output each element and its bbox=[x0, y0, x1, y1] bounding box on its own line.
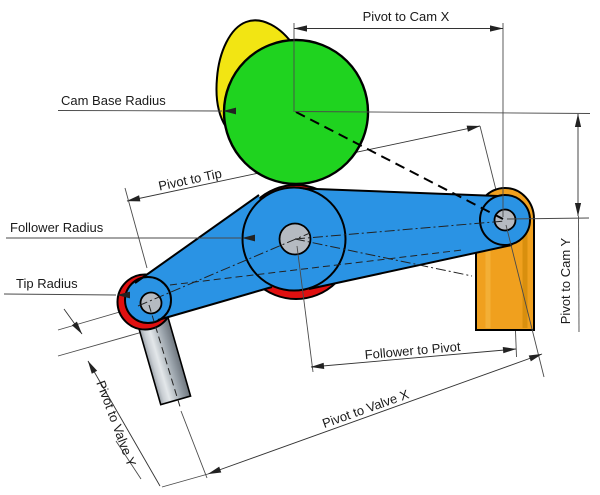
underline-pivot-to-valve-y bbox=[115, 440, 142, 480]
arrowhead-cam-base-radius bbox=[223, 107, 236, 115]
lash-tick-lower bbox=[57, 330, 147, 357]
ext-valve-x-corner bbox=[161, 473, 209, 488]
ext-roller-down bbox=[296, 245, 314, 373]
dim-line-pivot-to-valve-y bbox=[87, 360, 161, 487]
centerline-roller-aux bbox=[294, 238, 473, 277]
label-follower-radius: Follower Radius bbox=[10, 220, 104, 235]
underline-pivot-to-cam-y bbox=[578, 215, 580, 333]
arrowhead-follower-radius bbox=[242, 234, 255, 242]
extension-lines bbox=[3, 23, 591, 488]
label-tip-radius: Tip Radius bbox=[16, 276, 78, 291]
pivot-horizontal-right bbox=[506, 217, 590, 220]
pivot-pin bbox=[493, 208, 517, 232]
valve-axis-dashed bbox=[148, 304, 182, 411]
centerline-cam-to-pivot bbox=[295, 111, 504, 220]
cam-center-horizontal-right bbox=[294, 111, 591, 114]
label-pivot-to-valve-y: Pivot to Valve Y bbox=[93, 378, 139, 468]
follower-arm bbox=[124, 186, 531, 324]
lash-arrow-upper bbox=[63, 308, 83, 335]
leader-cam-base-radius bbox=[57, 110, 223, 112]
centerline-roller-to-pivot bbox=[294, 220, 506, 240]
leader-tip-radius bbox=[3, 293, 117, 296]
centerline-tip-to-roller bbox=[137, 232, 311, 307]
label-cam-base-radius: Cam Base Radius bbox=[61, 93, 166, 108]
centerlines bbox=[137, 111, 506, 411]
label-follower-to-pivot: Follower to Pivot bbox=[364, 339, 461, 362]
ext-valve-axis-down bbox=[180, 410, 208, 479]
label-pivot-to-cam-y: Pivot to Cam Y bbox=[558, 237, 573, 324]
arm-web-pivot bbox=[303, 188, 512, 289]
ext-line-pivot-to-tip-left bbox=[124, 187, 148, 269]
label-pivot-to-valve-x: Pivot to Valve X bbox=[320, 386, 411, 431]
dim-line-pivot-to-valve-x bbox=[207, 353, 543, 475]
ext-post-bottom bbox=[515, 330, 517, 358]
arm-web-tip bbox=[135, 195, 272, 320]
centerline-aux-dashed bbox=[169, 249, 463, 286]
ext-pivot-down bbox=[505, 224, 545, 378]
label-pivot-to-cam-x: Pivot to Cam X bbox=[363, 9, 450, 24]
arrowhead-tip-radius bbox=[117, 291, 130, 299]
label-pivot-to-tip: Pivot to Tip bbox=[157, 166, 223, 194]
lash-tick-upper bbox=[57, 308, 131, 331]
dimension-lines bbox=[63, 25, 582, 487]
